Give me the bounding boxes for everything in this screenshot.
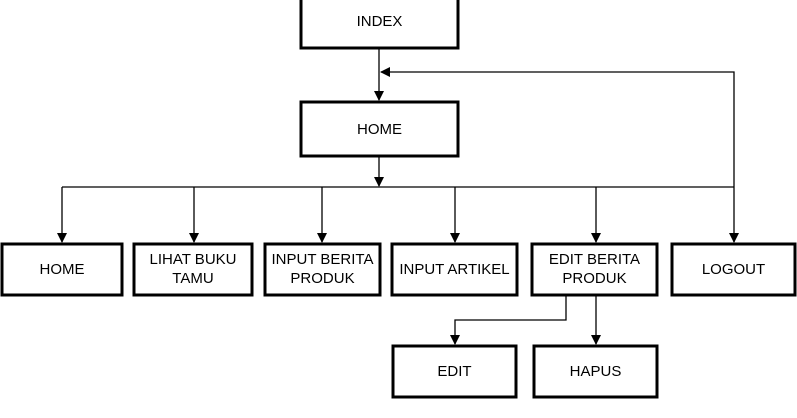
node-input-berita-produk-label-line1: INPUT BERITA <box>272 251 374 268</box>
edge-to-edit <box>450 296 567 345</box>
node-logout-label: LOGOUT <box>702 261 765 278</box>
node-input-berita-produk: INPUT BERITA PRODUK <box>263 242 382 297</box>
node-input-artikel: INPUT ARTIKEL <box>390 242 519 297</box>
node-home-label: HOME <box>40 261 85 278</box>
node-logout: LOGOUT <box>670 242 797 297</box>
node-input-artikel-label: INPUT ARTIKEL <box>399 261 509 278</box>
connectors <box>57 49 739 345</box>
node-hapus-label: HAPUS <box>570 363 622 380</box>
node-lihat-buku-tamu: LIHAT BUKU TAMU <box>132 242 254 297</box>
node-index-label: INDEX <box>357 13 403 30</box>
node-lihat-buku-tamu-label-line1: LIHAT BUKU <box>150 251 237 268</box>
node-lihat-buku-tamu-label-line2: TAMU <box>172 270 213 287</box>
node-home-main: HOME <box>299 100 460 158</box>
node-index: INDEX <box>299 0 460 50</box>
node-edit: EDIT <box>391 344 518 399</box>
node-home-main-label: HOME <box>357 121 402 138</box>
node-edit-label: EDIT <box>437 363 471 380</box>
node-edit-berita-produk: EDIT BERITA PRODUK <box>530 242 659 297</box>
edge-return-loop <box>380 67 735 187</box>
node-home: HOME <box>0 242 124 297</box>
node-input-berita-produk-label-line2: PRODUK <box>290 270 354 287</box>
node-edit-berita-produk-label-line2: PRODUK <box>562 270 626 287</box>
node-hapus: HAPUS <box>532 344 659 399</box>
node-edit-berita-produk-label-line1: EDIT BERITA <box>549 251 640 268</box>
